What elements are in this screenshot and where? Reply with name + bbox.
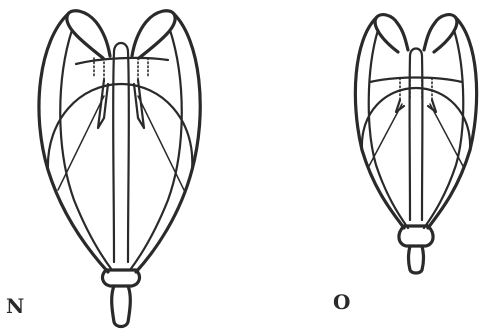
n-diagonals [58, 96, 184, 190]
o-tube-tip [410, 49, 422, 57]
n-tube-tip [114, 43, 128, 52]
n-outer-valve [67, 11, 175, 58]
n-arch [48, 84, 192, 170]
panel-label-o: O [333, 292, 350, 312]
o-right-process [428, 100, 436, 112]
specimen-o-drawing [355, 15, 476, 273]
o-basal-stalk [409, 246, 424, 273]
n-transverse-bar [76, 58, 168, 64]
o-diagonals [368, 104, 464, 168]
o-arch [362, 88, 470, 150]
panel-label-n: N [6, 296, 24, 316]
o-outer-valve [375, 15, 457, 52]
n-central-tube-left [113, 52, 114, 262]
o-left-process [396, 100, 404, 112]
o-transverse-bar [370, 78, 462, 83]
n-central-tube-right [128, 52, 129, 262]
specimen-n-drawing [39, 11, 200, 327]
n-dotted-lines [94, 58, 148, 80]
n-basal-stalk [112, 286, 131, 327]
